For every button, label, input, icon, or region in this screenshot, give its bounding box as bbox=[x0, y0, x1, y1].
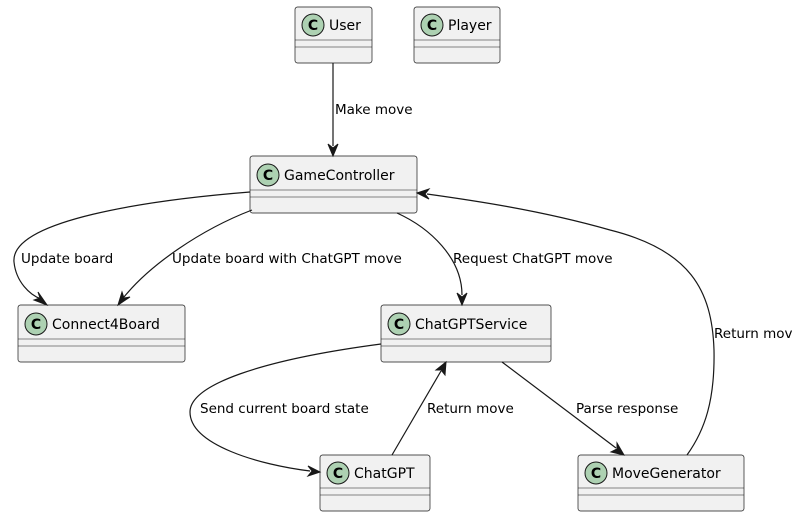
edge-label-make-move: Make move bbox=[335, 102, 413, 118]
edge-label-parse-response: Parse response bbox=[576, 401, 678, 417]
edge-return-move: Return move bbox=[391, 360, 514, 456]
arrowhead bbox=[456, 292, 468, 307]
arrowhead bbox=[32, 291, 49, 307]
class-chatgpt-service[interactable]: C ChatGPTService bbox=[380, 304, 552, 363]
class-marker: C bbox=[591, 466, 601, 482]
edge-label-send-board-state: Send current board state bbox=[200, 401, 369, 417]
class-name-game-controller: GameController bbox=[284, 168, 395, 184]
edge-label-request-chatgpt-move: Request ChatGPT move bbox=[453, 251, 613, 267]
edge-label-return-move-right: Return mov bbox=[714, 326, 793, 342]
edge-update-board: Update board bbox=[13, 191, 251, 307]
class-marker: C bbox=[263, 168, 273, 184]
arrowhead bbox=[434, 360, 447, 377]
class-name-chatgpt: ChatGPT bbox=[354, 466, 415, 482]
edge-label-return-move: Return move bbox=[427, 401, 514, 417]
class-name-user: User bbox=[329, 18, 361, 34]
class-icon bbox=[256, 163, 280, 187]
class-player[interactable]: C Player bbox=[413, 6, 501, 64]
class-connect4-board[interactable]: C Connect4Board bbox=[17, 304, 186, 363]
class-icon bbox=[420, 13, 444, 37]
class-marker: C bbox=[333, 466, 343, 482]
class-marker: C bbox=[394, 317, 404, 333]
edge-update-board-chatgpt: Update board with ChatGPT move bbox=[117, 209, 402, 307]
class-name-connect4-board: Connect4Board bbox=[52, 317, 160, 333]
class-game-controller[interactable]: C GameController bbox=[249, 155, 418, 214]
edge-label-update-board: Update board bbox=[21, 251, 113, 267]
edge-send-board-state: Send current board state bbox=[189, 343, 382, 478]
edge-parse-response: Parse response bbox=[501, 361, 678, 456]
class-icon bbox=[584, 461, 608, 485]
arrowhead bbox=[306, 465, 322, 478]
edge-label-update-board-chatgpt: Update board with ChatGPT move bbox=[172, 251, 402, 267]
arrowhead bbox=[609, 441, 626, 456]
class-icon bbox=[326, 461, 350, 485]
class-move-generator[interactable]: C MoveGenerator bbox=[577, 454, 745, 512]
class-name-move-generator: MoveGenerator bbox=[612, 466, 721, 482]
edge-make-move: Make move bbox=[327, 63, 413, 158]
class-icon bbox=[301, 13, 325, 37]
class-marker: C bbox=[308, 18, 318, 34]
class-marker: C bbox=[427, 18, 437, 34]
class-user[interactable]: C User bbox=[294, 6, 373, 64]
edge-request-chatgpt-move: Request ChatGPT move bbox=[396, 212, 613, 307]
class-icon bbox=[387, 312, 411, 336]
arrowhead bbox=[327, 143, 339, 158]
class-marker: C bbox=[31, 317, 41, 333]
class-icon bbox=[24, 312, 48, 336]
edge-return-move-generator: Return mov bbox=[415, 187, 793, 456]
arrowhead bbox=[117, 290, 131, 307]
arrowhead bbox=[415, 187, 431, 200]
class-chatgpt[interactable]: C ChatGPT bbox=[319, 454, 431, 512]
class-name-player: Player bbox=[448, 18, 492, 34]
class-name-chatgpt-service: ChatGPTService bbox=[415, 317, 527, 333]
